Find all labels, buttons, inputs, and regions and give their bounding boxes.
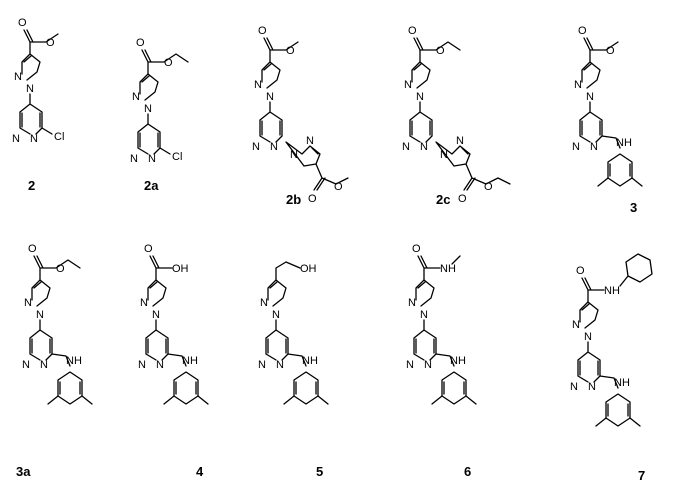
compound-2b-o4: O [334,181,343,193]
compound-2-o1: O [18,17,27,29]
compound-2-n4: N [12,133,20,145]
compound-3a-structure: N N O O N N NH 3a [16,243,93,479]
compound-2-label: 2 [28,178,35,193]
compound-7-nh1: NH [604,285,620,297]
compound-3-o1: O [578,25,587,37]
compound-7-nh2: NH [614,377,630,389]
compound-2c-n6: N [456,135,464,147]
compound-4-oh: OH [172,263,189,275]
compound-6-o1: O [412,243,421,255]
compound-2-n1: N [14,71,22,83]
compound-4-o1: O [144,243,153,255]
compound-2b-o2: O [286,45,295,57]
compound-6-structure: N N O NH N N NH 6 [406,243,477,479]
compound-2b-o1: O [258,25,267,37]
compound-2-o2: O [46,37,55,49]
compound-3a-o2: O [56,263,65,275]
compound-3a-nh: NH [66,355,82,367]
compound-4-n4: N [138,359,146,371]
compound-2b-o3: O [308,193,317,205]
compound-7-label: 7 [638,468,645,483]
compound-2a-label: 2a [144,178,159,193]
compound-4-nh: NH [182,355,198,367]
compound-2a-n2: N [144,103,152,115]
compound-5-structure: N N OH N N NH 5 [258,261,329,479]
compound-3a-n2: N [36,309,44,321]
compound-3a-n1: N [24,297,32,309]
compound-3a-o1: O [28,243,37,255]
compound-4-label: 4 [196,464,204,479]
compound-2c-structure: N N O O N N N N O O 2c [402,25,511,207]
compound-2c-o2: O [436,45,445,57]
compound-2a-n3: N [148,153,156,165]
compound-2c-label: 2c [436,192,450,207]
compound-2b-n1: N [254,79,262,91]
compound-2c-n1: N [404,79,412,91]
compound-6-n1: N [408,297,416,309]
compound-5-n1: N [260,297,268,309]
compound-6-label: 6 [464,464,471,479]
compound-2a-cl: Cl [172,151,182,163]
compound-2b-n4: N [252,141,260,153]
compound-2c-o3: O [458,193,467,205]
compound-5-n3: N [276,359,284,371]
compound-2c-n3: N [420,141,428,153]
compound-2c-o1: O [408,25,417,37]
compound-3-nh: NH [616,137,632,149]
compound-4-n2: N [152,309,160,321]
compound-2c-n5: N [440,149,448,161]
compound-2-n3: N [30,133,38,145]
compound-4-structure: N N O OH N N NH 4 [138,243,209,479]
compound-2-cl: Cl [54,131,64,143]
compound-7-o1: O [576,265,585,277]
compound-2a-o2: O [164,57,173,69]
compound-2b-n6: N [306,135,314,147]
compound-7-structure: N N O NH N N NH 7 [570,253,653,483]
compound-6-nh1: NH [440,263,456,275]
compound-2a-n1: N [132,91,140,103]
compound-5-n2: N [272,309,280,321]
compound-5-label: 5 [316,464,323,479]
compound-5-oh: OH [300,263,317,275]
compound-3-o2: O [606,45,615,57]
compound-2-n2: N [26,83,34,95]
compound-3a-n4: N [22,359,30,371]
compound-6-n2: N [420,309,428,321]
compound-2a-structure: N N O O N N Cl 2a [130,37,189,193]
compound-7-n1: N [572,319,580,331]
compound-3-n4: N [572,141,580,153]
compound-3-n3: N [590,141,598,153]
compound-2b-n5: N [290,149,298,161]
compound-5-n4: N [258,359,266,371]
compound-2c-n4: N [402,141,410,153]
compound-2b-n2: N [266,91,274,103]
compound-3-n2: N [586,91,594,103]
compound-6-nh2: NH [450,355,466,367]
compound-7-n3: N [588,381,596,393]
compound-3-n1: N [574,79,582,91]
compound-6-n4: N [406,359,414,371]
compound-6-n3: N [424,359,432,371]
compound-5-nh: NH [302,355,318,367]
compound-2b-n3: N [270,141,278,153]
compound-2a-n4: N [130,153,138,165]
compound-3-structure: N N O O N N NH 3 [572,25,643,215]
compound-3a-label: 3a [16,464,31,479]
compound-2b-label: 2b [286,192,301,207]
compound-3a-n3: N [40,359,48,371]
compound-2a-o1: O [136,37,145,49]
compound-2-structure: N N O O N N Cl 2 [12,17,64,193]
compound-2c-o4: O [484,181,493,193]
compound-7-n2: N [584,331,592,343]
compound-2b-structure: N N O O N N N N O O 2b [252,25,349,207]
compound-3-label: 3 [630,200,637,215]
compound-7-n4: N [570,381,578,393]
compound-2c-n2: N [416,91,424,103]
compound-4-n3: N [156,359,164,371]
compound-4-n1: N [140,297,148,309]
